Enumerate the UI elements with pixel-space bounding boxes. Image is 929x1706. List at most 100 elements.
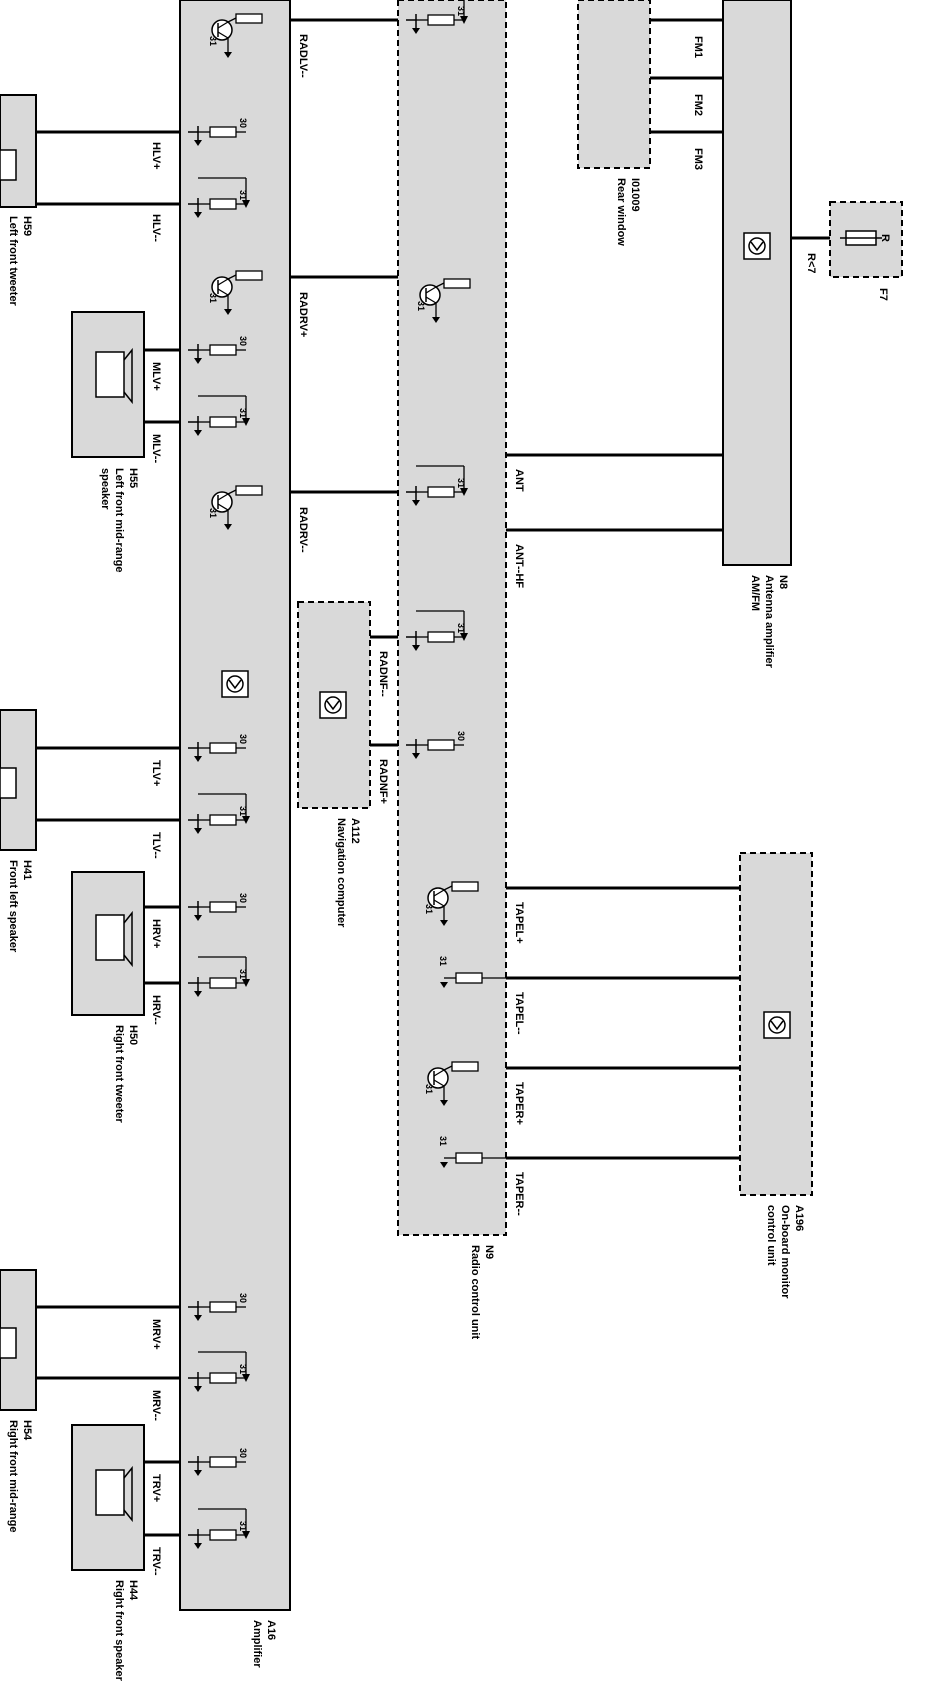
radio-transistor-tape-l: 31 xyxy=(424,881,479,926)
pin-label-hrv-plus: HRV+ xyxy=(150,919,162,948)
radio-transistor-tape-r: 31 xyxy=(424,1061,479,1106)
svg-text:H54: H54 xyxy=(21,1420,33,1441)
svg-text:F7: F7 xyxy=(877,288,889,301)
node-label: 31 xyxy=(456,623,466,633)
svg-text:H59: H59 xyxy=(21,216,33,236)
amp-node-9: 31 xyxy=(188,1351,250,1392)
caption-amplifier: A16 Amplifier xyxy=(251,1620,277,1668)
svg-text:N9: N9 xyxy=(483,1245,495,1259)
svg-text:Front left speaker: Front left speaker xyxy=(7,860,19,953)
caption-h41: H41 Front left speaker xyxy=(7,860,33,953)
amp-transistor-1: 31 xyxy=(208,270,263,315)
svg-text:Navigation computer: Navigation computer xyxy=(335,818,347,928)
svg-text:On-board monitor: On-board monitor xyxy=(779,1205,791,1299)
amp-node-4: 30 xyxy=(188,734,248,762)
svg-text:Radio control unit: Radio control unit xyxy=(469,1245,481,1339)
speaker-h41 xyxy=(0,709,37,851)
svg-text:A196: A196 xyxy=(793,1205,805,1231)
radio-node-extra-0: 31 xyxy=(406,465,468,506)
pin-label-mrv-minus: MRV-- xyxy=(150,1390,162,1421)
node-label: 30 xyxy=(238,734,248,744)
caption-navigation: A112 Navigation computer xyxy=(335,818,361,928)
radio-tape-node-0: 31 xyxy=(438,956,506,988)
svg-text:Rear window: Rear window xyxy=(615,178,627,246)
pin-label-tapel-minus: TAPEL-- xyxy=(513,992,525,1035)
svg-text:31: 31 xyxy=(438,1136,448,1146)
caption-h54: H54 Right front mid-range xyxy=(7,1420,33,1532)
pin-label-mrv-plus: MRV+ xyxy=(150,1319,162,1350)
pin-label-fm1: FM1 xyxy=(692,36,704,58)
antenna-ecu-symbol xyxy=(743,232,771,260)
amp-node-10: 30 xyxy=(188,1448,248,1476)
speaker-h50 xyxy=(71,871,145,1016)
radio-node-1: 31 xyxy=(406,610,468,651)
pin-label-tlv-plus: TLV+ xyxy=(150,760,162,786)
svg-text:Right front tweeter: Right front tweeter xyxy=(113,1025,125,1123)
amp-node-2: 30 xyxy=(188,336,248,364)
svg-text:N8: N8 xyxy=(777,575,789,589)
caption-radio: N9 Radio control unit xyxy=(469,1245,495,1339)
node-label: 30 xyxy=(238,1293,248,1303)
pin-label-tapel-plus: TAPEL+ xyxy=(513,902,525,944)
radio-transistor-0: 31 xyxy=(416,278,471,323)
amp-node-0: 30 xyxy=(188,118,248,146)
pin-label-fm2: FM2 xyxy=(692,94,704,116)
svg-text:Left front tweeter: Left front tweeter xyxy=(7,216,19,307)
svg-text:A112: A112 xyxy=(349,818,361,844)
svg-text:A16: A16 xyxy=(265,1620,277,1640)
caption-onboard-monitor: A196 On-board monitor control unit xyxy=(765,1205,805,1299)
caption-h44: H44 Right front speaker xyxy=(113,1580,139,1682)
pin-label-fm3: FM3 xyxy=(692,148,704,170)
speaker-h59 xyxy=(0,94,37,208)
node-label: 30 xyxy=(238,1448,248,1458)
svg-text:31: 31 xyxy=(208,508,218,518)
node-label: 30 xyxy=(238,118,248,128)
speaker-h44 xyxy=(71,1424,145,1571)
amp-node-8: 30 xyxy=(188,1293,248,1321)
amp-transistor-0: 31 xyxy=(208,13,263,58)
svg-text:speaker: speaker xyxy=(99,468,111,510)
svg-text:Right front mid-range: Right front mid-range xyxy=(7,1420,19,1532)
amp-node-7: 31 xyxy=(188,956,250,997)
amp-node-3: 31 xyxy=(188,395,250,436)
amp-node-11: 31 xyxy=(188,1508,250,1549)
svg-text:31: 31 xyxy=(208,36,218,46)
node-label: 31 xyxy=(238,190,248,200)
fuse-element xyxy=(840,230,882,246)
amp-transistor-2: 31 xyxy=(208,485,263,530)
node-label: 31 xyxy=(456,478,466,488)
svg-text:31: 31 xyxy=(424,1084,434,1094)
amplifier-box xyxy=(179,0,291,1611)
caption-h50: H50 Right front tweeter xyxy=(113,1025,139,1123)
amp-node-5: 31 xyxy=(188,793,250,834)
pin-label-ant: ANT xyxy=(513,469,525,492)
svg-text:31: 31 xyxy=(438,956,448,966)
antenna-amplifier-box xyxy=(722,0,792,566)
svg-text:control unit: control unit xyxy=(765,1205,777,1266)
node-label: 31 xyxy=(456,6,466,16)
svg-text:AM/FM: AM/FM xyxy=(749,575,761,611)
pin-label-taper-minus: TAPER-- xyxy=(513,1172,525,1216)
caption-h59: H59 Left front tweeter xyxy=(7,216,33,307)
node-label: 31 xyxy=(238,408,248,418)
rear-window-box xyxy=(577,0,651,169)
pin-label-mlv-minus: MLV-- xyxy=(150,434,162,463)
amplifier-ecu-symbol xyxy=(221,670,249,698)
amp-node-1: 31 xyxy=(188,177,250,218)
caption-antenna-amplifier: N8 Antenna amplifier AM/FM xyxy=(749,575,789,669)
pin-label-hlv-plus: HLV+ xyxy=(150,142,162,170)
node-label: 31 xyxy=(238,806,248,816)
pin-label-mlv-plus: MLV+ xyxy=(150,362,162,391)
monitor-ecu-symbol xyxy=(763,1011,791,1039)
node-label: 31 xyxy=(238,969,248,979)
node-label: 30 xyxy=(238,336,248,346)
speaker-h54 xyxy=(0,1269,37,1411)
navigation-ecu-symbol xyxy=(319,691,347,719)
node-label: 31 xyxy=(238,1521,248,1531)
node-label: 31 xyxy=(238,1364,248,1374)
caption-fuse: F7 xyxy=(877,288,889,301)
pin-label-radnf-plus: RADNF+ xyxy=(377,759,389,804)
radio-node-0: 31 xyxy=(406,0,468,34)
pin-label-radrv-plus: RADRV+ xyxy=(297,292,309,337)
